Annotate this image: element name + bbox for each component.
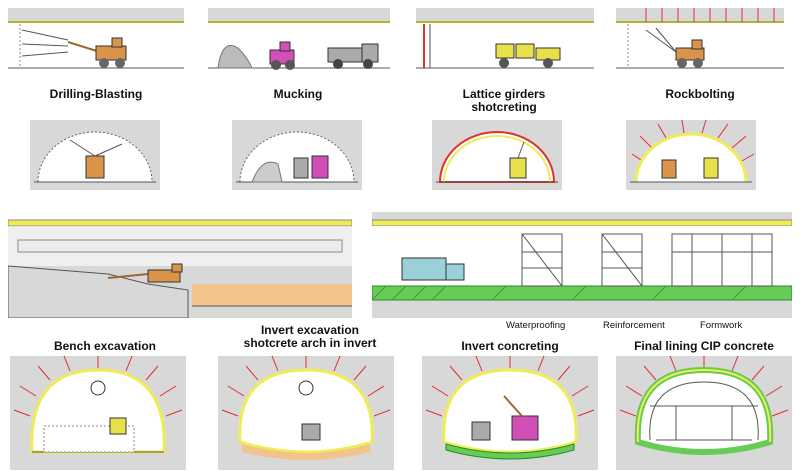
- label-mucking: Mucking: [273, 87, 323, 101]
- label-invert-excavation: Invert excavation shotcrete arch in inve…: [210, 324, 410, 350]
- panel-drilling-cross: [30, 120, 160, 190]
- label-invert-concreting: Invert concreting: [461, 339, 559, 353]
- label-lattice-girders: Lattice girders shotcreting: [436, 88, 572, 114]
- panel-lattice-cross: [432, 120, 562, 190]
- panel-final-long: [372, 212, 792, 318]
- label-rockbolting: Rockbolting: [665, 87, 735, 101]
- label-bench-excavation: Bench excavation: [53, 339, 157, 353]
- panel-bench-cross: [10, 356, 186, 470]
- panel-mucking-long: [208, 8, 390, 78]
- label-waterproofing: Waterproofing: [506, 320, 566, 331]
- label-invert-excavation-line: Invert excavation shotcrete arch in inve…: [243, 323, 377, 350]
- panel-bench-long: [8, 212, 352, 318]
- label-formwork: Formwork: [700, 320, 743, 331]
- panel-invert-exc-cross: [218, 356, 394, 470]
- label-reinforcement: Reinforcement: [603, 320, 665, 331]
- label-drilling-blasting: Drilling-Blasting: [49, 87, 143, 101]
- panel-rockbolting-cross: [626, 120, 756, 190]
- label-final-lining: Final lining CIP concrete: [634, 339, 774, 353]
- label-lattice-line: Lattice girders shotcreting: [462, 87, 546, 114]
- panel-final-cross: [616, 356, 792, 470]
- panel-mucking-cross: [232, 120, 362, 190]
- panel-rockbolting-long: [616, 8, 784, 78]
- panel-drilling-blasting-long: [8, 8, 184, 78]
- panel-invert-conc-cross: [422, 356, 598, 470]
- panel-lattice-long: [416, 8, 594, 78]
